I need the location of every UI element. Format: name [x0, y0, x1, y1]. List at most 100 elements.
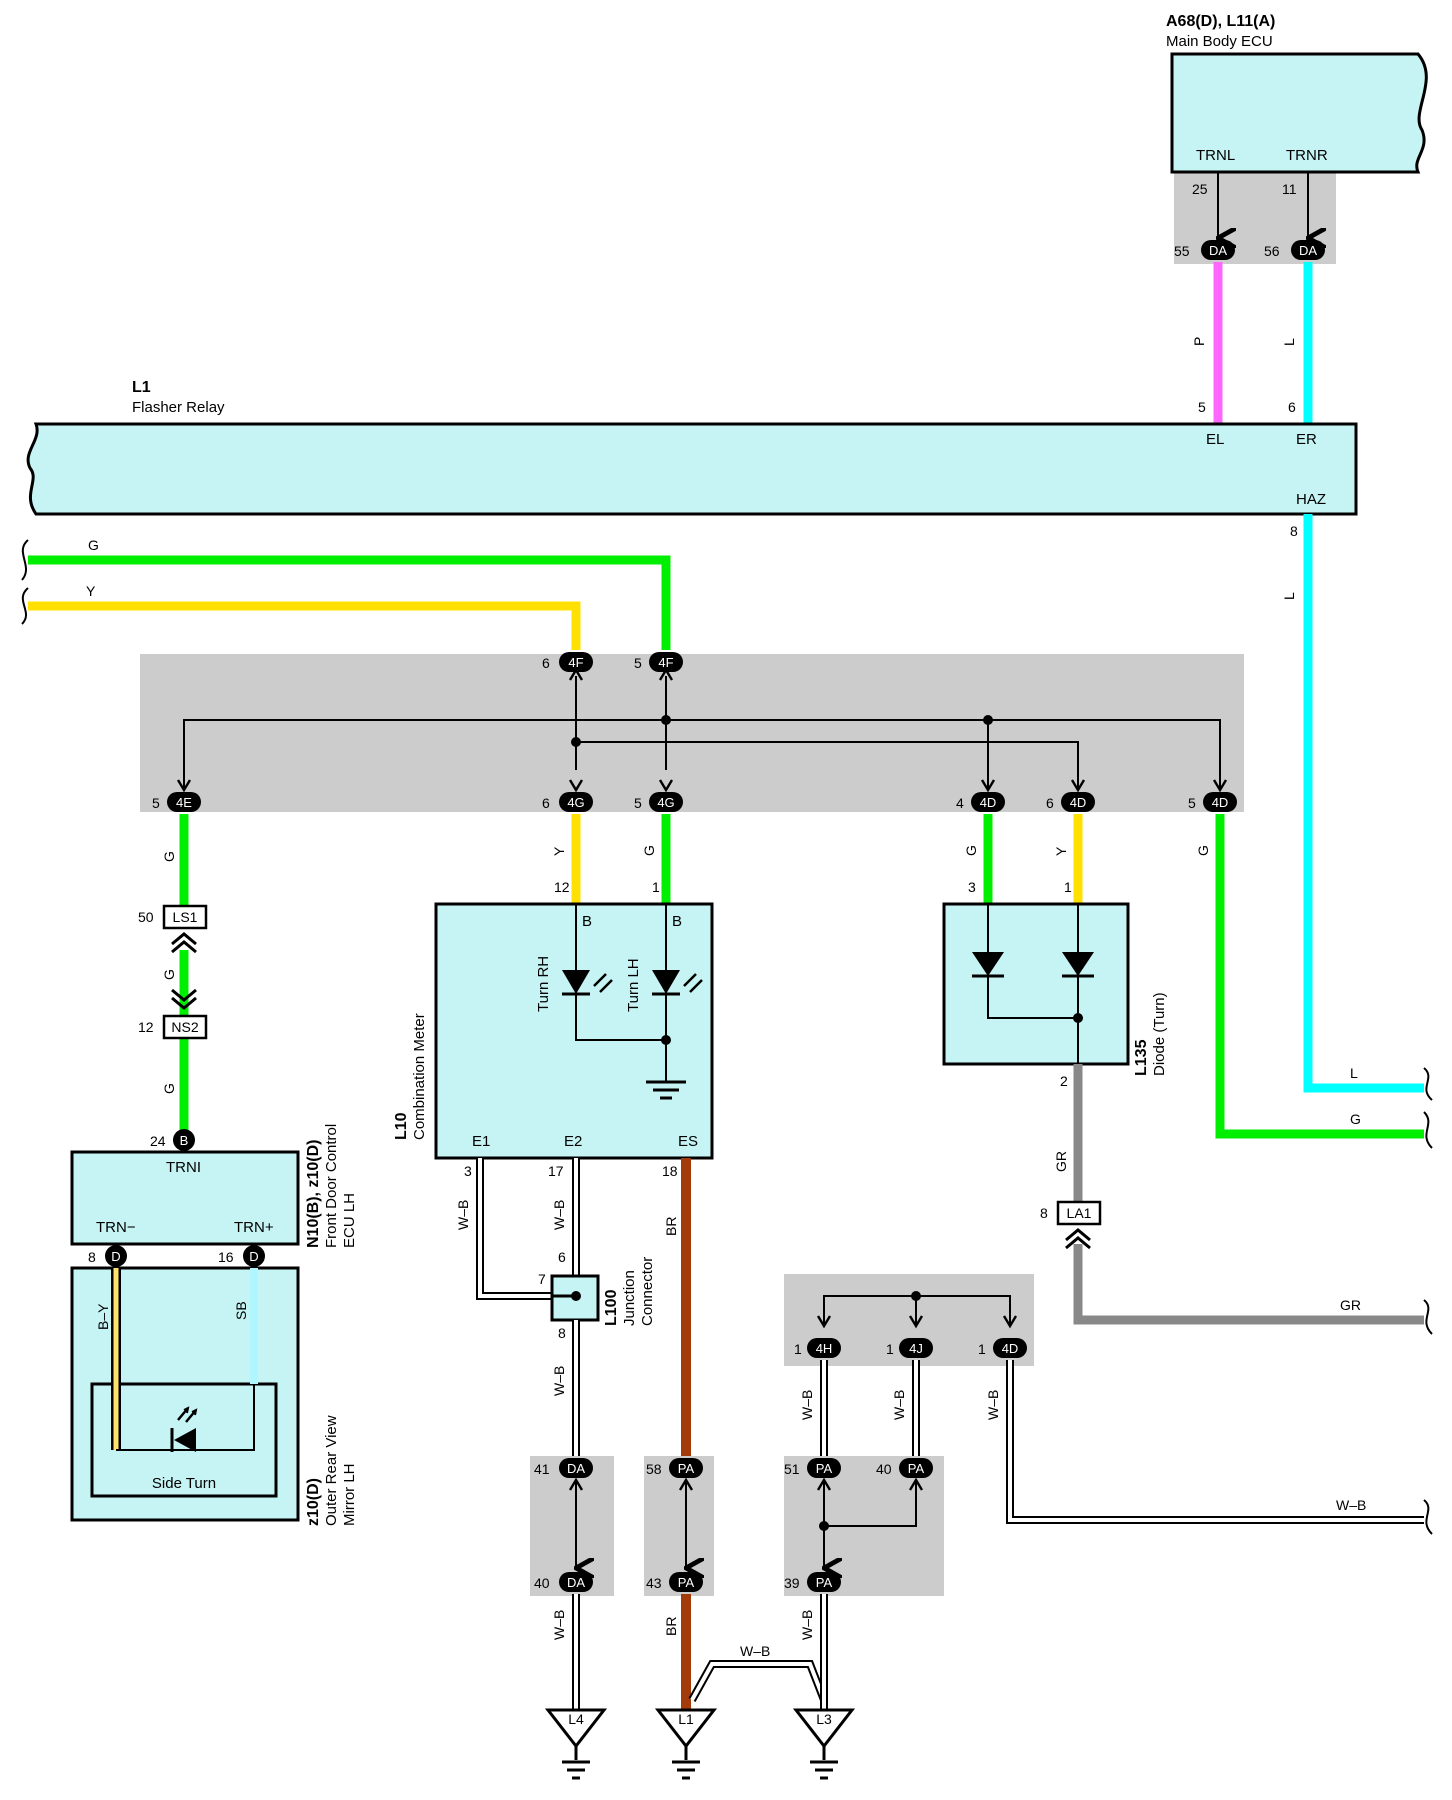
- connector-4g-6: 4G 6: [542, 792, 593, 812]
- wire-label-l-upper: L: [1281, 338, 1297, 346]
- wire-g-right: [1215, 814, 1424, 1139]
- svg-text:4G: 4G: [567, 795, 584, 810]
- pin-17-e2: 17: [548, 1163, 564, 1179]
- wire-label-g-ls1: G: [161, 969, 177, 980]
- terminal-b-lh: B: [672, 913, 682, 930]
- wire-l-haz: [1303, 514, 1424, 1093]
- wire-label-y-input: Y: [86, 583, 96, 599]
- svg-text:4H: 4H: [816, 1341, 833, 1356]
- svg-text:PA: PA: [816, 1461, 833, 1476]
- svg-text:L4: L4: [568, 1711, 584, 1727]
- pin-8-jc: 8: [558, 1325, 566, 1341]
- svg-text:DA: DA: [567, 1461, 585, 1476]
- terminal-trn-plus: TRN+: [234, 1219, 274, 1236]
- pin-12-meter: 12: [554, 879, 570, 895]
- terminal-e1: E1: [472, 1133, 490, 1150]
- flasher-relay-code: L1: [132, 379, 151, 396]
- svg-text:40: 40: [876, 1461, 892, 1477]
- wire-wb-4d-right: [1006, 1360, 1424, 1524]
- svg-text:4D: 4D: [1212, 795, 1229, 810]
- svg-text:PA: PA: [678, 1461, 695, 1476]
- combination-meter-name: Combination Meter: [411, 1013, 428, 1140]
- front-door-ecu-name-1: Front Door Control: [323, 1124, 340, 1248]
- svg-text:12: 12: [138, 1019, 154, 1035]
- pin-6-jc: 6: [558, 1249, 566, 1265]
- svg-text:40: 40: [534, 1575, 550, 1591]
- wire-label-br-es: BR: [663, 1217, 679, 1236]
- diode-turn: 3 1 L135 Diode (Turn): [942, 879, 1168, 1076]
- wire-label-g-4e: G: [161, 851, 177, 862]
- connector-pa-39: PA 39: [784, 1572, 841, 1592]
- svg-text:D: D: [111, 1249, 120, 1264]
- terminal-el: EL: [1206, 431, 1224, 448]
- wire-label-y-meter: Y: [551, 846, 567, 856]
- connector-4d-1: 4D 1: [978, 1338, 1027, 1358]
- wire-label-b-y: B–Y: [95, 1303, 111, 1330]
- terminal-b-rh: B: [582, 913, 592, 930]
- connector-4e-5: 4E 5: [152, 792, 201, 812]
- svg-text:6: 6: [542, 655, 550, 671]
- wire-label-gr-right: GR: [1340, 1297, 1361, 1313]
- connector-pa-51: PA 51: [784, 1458, 841, 1478]
- pin-11: 11: [1282, 181, 1297, 197]
- svg-text:51: 51: [784, 1461, 800, 1477]
- connector-ns2: NS2 12: [138, 988, 208, 1040]
- svg-text:39: 39: [784, 1575, 800, 1591]
- ground-l3: L3: [792, 1708, 856, 1780]
- svg-text:55: 55: [1174, 243, 1190, 259]
- svg-text:4E: 4E: [176, 795, 192, 810]
- pin-1-diode: 1: [1064, 879, 1072, 895]
- svg-text:L1: L1: [678, 1711, 694, 1727]
- connector-b-24: B 24: [150, 1129, 195, 1151]
- combination-meter: 12 1 B B E1 E2 ES Turn RH Turn LH L10 Co…: [393, 879, 714, 1160]
- wire-g-input: [28, 555, 671, 650]
- pin-7-jc: 7: [538, 1271, 546, 1287]
- pin-8-haz: 8: [1290, 523, 1298, 539]
- connector-pa-40: PA 40: [876, 1458, 933, 1478]
- wire-label-br-l1: BR: [663, 1617, 679, 1636]
- svg-text:DA: DA: [1299, 243, 1317, 258]
- pin-5-el: 5: [1198, 399, 1206, 415]
- wire-label-wb-4d: W–B: [985, 1390, 1001, 1420]
- svg-text:LS1: LS1: [173, 909, 198, 925]
- svg-text:L3: L3: [816, 1711, 832, 1727]
- svg-text:4J: 4J: [909, 1341, 923, 1356]
- wire-label-p: P: [1191, 337, 1207, 346]
- pin-1-meter: 1: [652, 879, 660, 895]
- wire-label-wb-link: W–B: [740, 1643, 770, 1659]
- wire-wb-l1-l3: [688, 1660, 828, 1702]
- flasher-relay-name: Flasher Relay: [132, 399, 225, 416]
- wire-label-wb-e2: W–B: [551, 1200, 567, 1230]
- front-door-ecu-name-2: ECU LH: [341, 1193, 358, 1248]
- connector-da-40: DA 40: [534, 1572, 593, 1592]
- front-door-ecu: TRNI TRN− TRN+ N10(B), z10(D) Front Door…: [70, 1124, 358, 1248]
- svg-text:8: 8: [88, 1249, 96, 1265]
- wire-label-l-lower: L: [1281, 592, 1297, 600]
- svg-text:4F: 4F: [568, 655, 583, 670]
- wire-label-g-ns2: G: [161, 1083, 177, 1094]
- diode-code: L135: [1133, 1039, 1150, 1076]
- svg-text:50: 50: [138, 909, 154, 925]
- junction-block-shade: [140, 654, 1244, 812]
- wire-label-wb-4j: W–B: [891, 1390, 907, 1420]
- pin-2-diode: 2: [1060, 1073, 1068, 1089]
- mirror-name-1: Outer Rear View: [323, 1415, 340, 1526]
- wire-wb-e1: [476, 1158, 552, 1300]
- svg-text:4D: 4D: [1002, 1341, 1019, 1356]
- outer-mirror: Side Turn B–Y SB z10(D) Outer Rear View …: [70, 1266, 358, 1527]
- junction-connector-code: L100: [603, 1289, 620, 1326]
- wire-label-g-meter: G: [641, 845, 657, 856]
- terminal-haz: HAZ: [1296, 491, 1326, 508]
- junction-connector-name-2: Connector: [639, 1257, 656, 1326]
- junction-connector-name-1: Junction: [621, 1270, 638, 1326]
- connector-4h-1: 4H 1: [794, 1338, 841, 1358]
- main-body-ecu-name: Main Body ECU: [1166, 33, 1273, 50]
- wire-label-y-diode: Y: [1053, 846, 1069, 856]
- wire-label-wb-l4: W–B: [551, 1610, 567, 1640]
- pa-pair-wiring: [816, 1477, 924, 1568]
- svg-text:56: 56: [1264, 243, 1280, 259]
- svg-text:NS2: NS2: [171, 1019, 198, 1035]
- mirror-name-2: Mirror LH: [341, 1464, 358, 1527]
- wire-label-wb-right: W–B: [1336, 1497, 1366, 1513]
- main-body-ecu: A68(D), L11(A) Main Body ECU TRNL TRNR: [1166, 13, 1428, 174]
